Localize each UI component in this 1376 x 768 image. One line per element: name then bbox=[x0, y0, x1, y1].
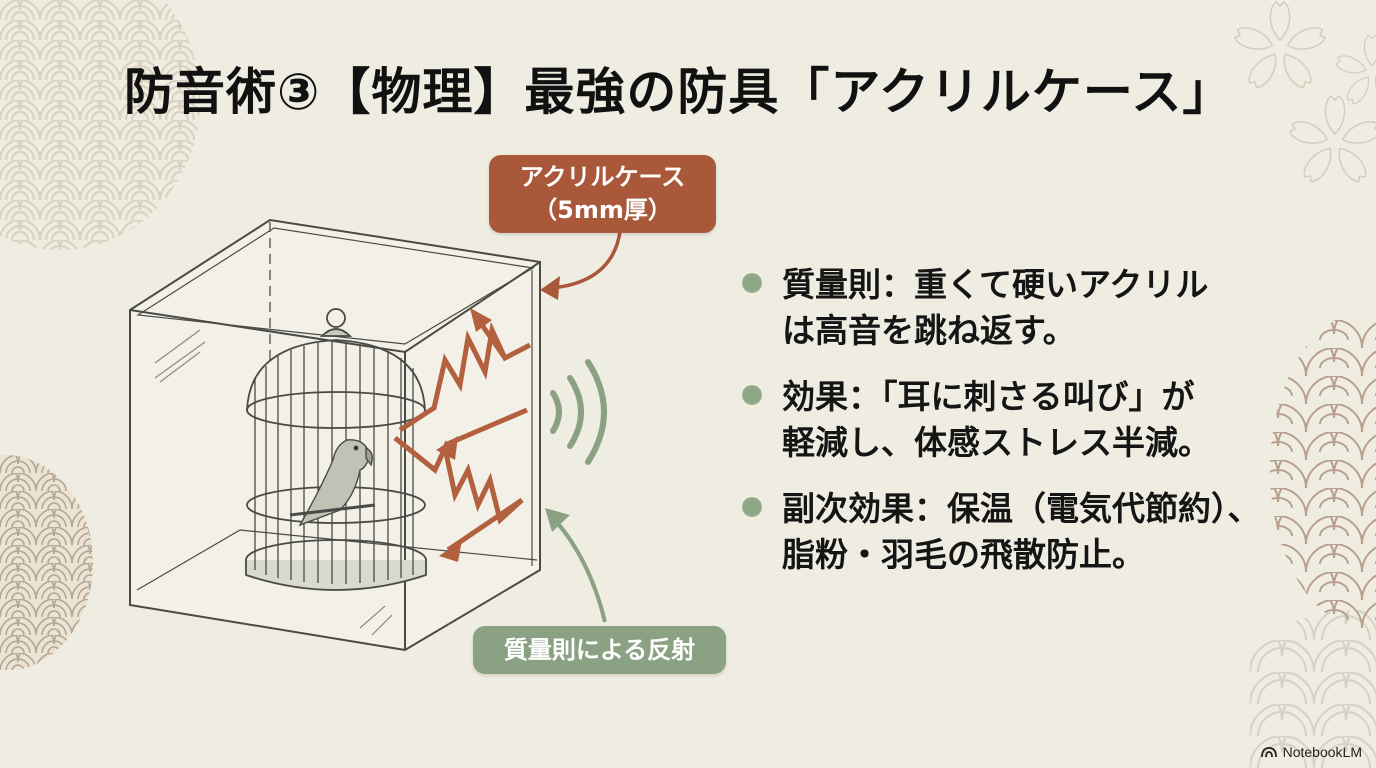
bullet-text: 軽減し、体感ストレス半減。 bbox=[782, 423, 1211, 462]
bullet-side-effect: 副次効果：保温（電気代節約）、 脂粉・羽毛の飛散防止。 bbox=[740, 486, 1300, 578]
pointer-arrow-reflection bbox=[553, 518, 607, 623]
mass-law-reflection-label: 質量則による反射 bbox=[473, 626, 726, 674]
bullet-effect: 効果：「耳に刺さる叫び」が 軽減し、体感ストレス半減。 bbox=[740, 374, 1300, 466]
bullet-text: 脂粉・羽毛の飛散防止。 bbox=[782, 535, 1145, 574]
acrylic-case-label-line1: アクリルケース bbox=[519, 163, 686, 191]
bullet-text: 副次効果：保温（電気代節約）、 bbox=[782, 489, 1261, 528]
sound-wave-icon bbox=[550, 359, 607, 465]
brand-label: NotebookLM bbox=[1282, 744, 1362, 760]
bullet-list: 質量則：重くて硬いアクリル は高音を跳ね返す。 効果：「耳に刺さる叫び」が 軽減… bbox=[740, 262, 1300, 598]
notebooklm-watermark: NotebookLM bbox=[1260, 744, 1362, 760]
bullet-text: 効果：「耳に刺さる叫び」が bbox=[782, 377, 1195, 416]
acrylic-case bbox=[129, 218, 541, 652]
bullet-mass-law: 質量則：重くて硬いアクリル は高音を跳ね返す。 bbox=[740, 262, 1300, 354]
bullet-text: 質量則：重くて硬いアクリル bbox=[782, 265, 1209, 304]
acrylic-case-label: アクリルケース （5mm厚） bbox=[489, 155, 716, 233]
pointer-arrow-case bbox=[551, 231, 622, 290]
bullet-text: は高音を跳ね返す。 bbox=[782, 311, 1076, 350]
bullet-dot-icon bbox=[742, 273, 762, 293]
reflection-arrows bbox=[393, 313, 532, 553]
bullet-dot-icon bbox=[742, 497, 762, 517]
birdcage bbox=[245, 308, 427, 591]
acrylic-case-label-line2: （5mm厚） bbox=[533, 196, 672, 224]
notebooklm-icon bbox=[1260, 747, 1277, 758]
parrot bbox=[289, 439, 376, 527]
bullet-dot-icon bbox=[742, 385, 762, 405]
slide-title: 防音術③【物理】最強の防具「アクリルケース」 bbox=[124, 63, 1234, 121]
